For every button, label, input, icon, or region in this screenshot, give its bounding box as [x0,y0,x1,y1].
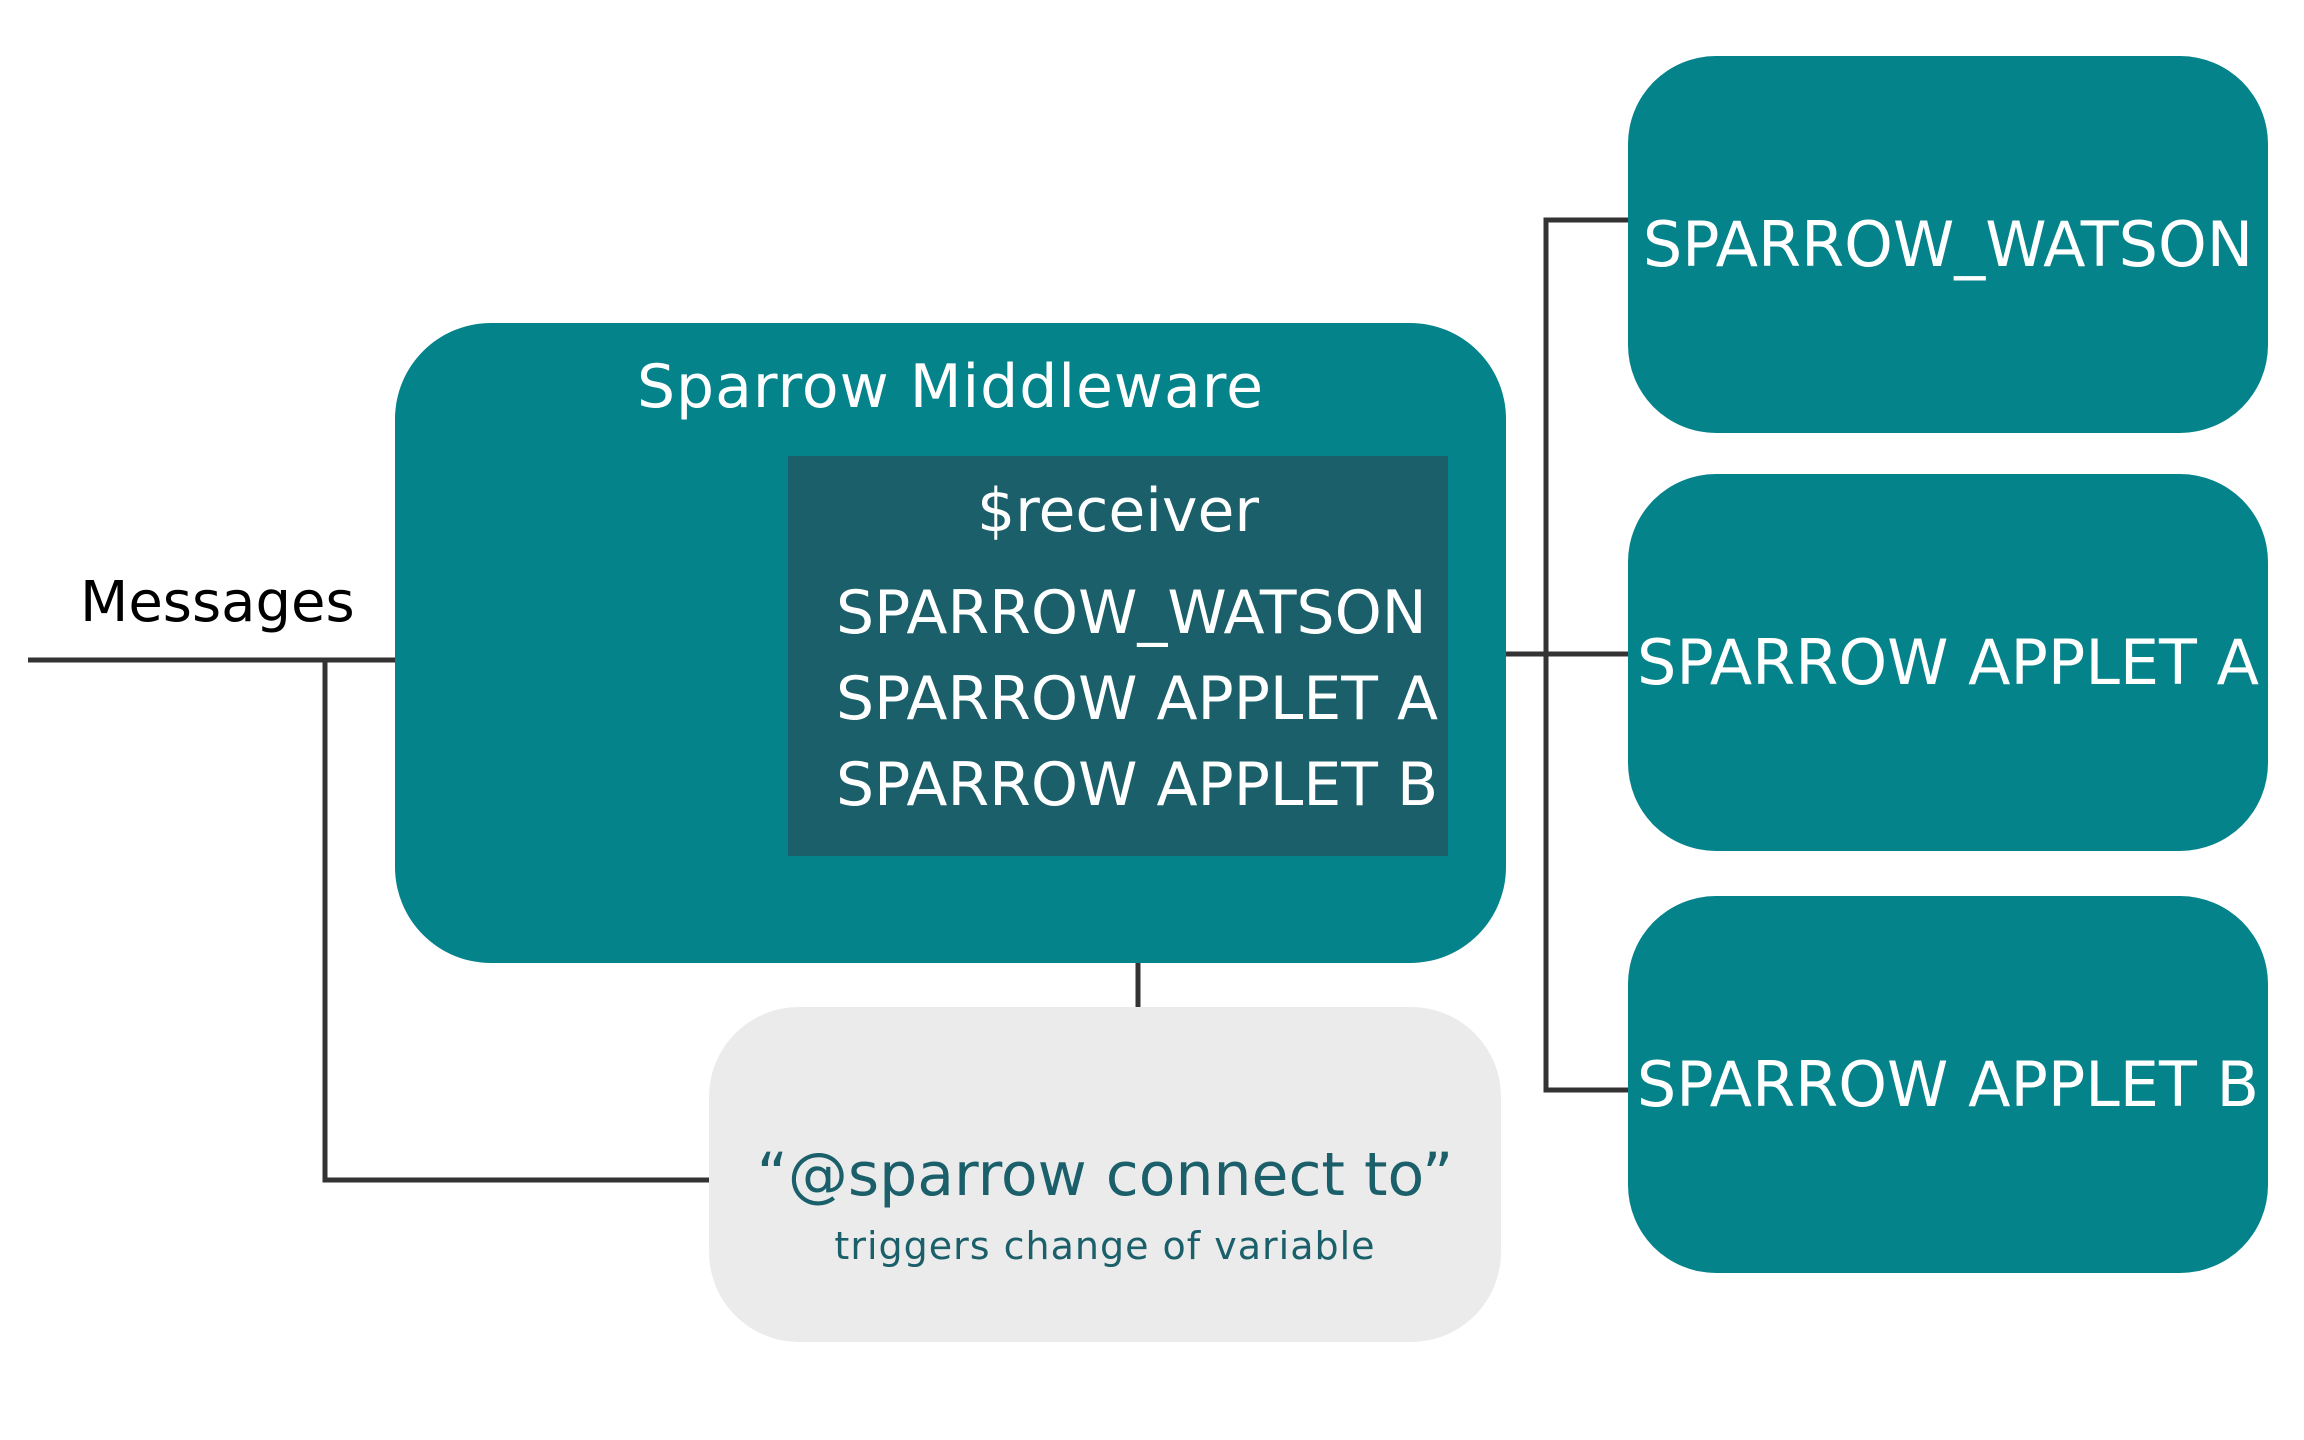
target-watson: SPARROW_WATSON [1628,56,2268,433]
receiver-box [788,456,1448,856]
trigger-description: triggers change of variable [834,1224,1376,1268]
receiver-item-applet-a: SPARROW APPLET A [836,664,1438,734]
receiver-item-watson: SPARROW_WATSON [836,578,1427,648]
messages-label: Messages [80,570,355,635]
target-label: SPARROW APPLET B [1636,1048,2260,1121]
target-applet-b: SPARROW APPLET B [1628,896,2268,1273]
target-bus-line [1543,217,1630,1093]
target-applet-a: SPARROW APPLET A [1628,474,2268,851]
target-label: SPARROW APPLET A [1636,626,2260,699]
receiver-item-applet-b: SPARROW APPLET B [836,750,1439,820]
trigger-branch-line [322,660,756,1183]
receiver-title: $receiver [976,476,1260,546]
trigger-command: “@sparrow connect to” [756,1140,1454,1210]
middleware-title: Sparrow Middleware [636,352,1265,422]
trigger-box [709,1007,1501,1342]
target-label: SPARROW_WATSON [1642,208,2254,281]
